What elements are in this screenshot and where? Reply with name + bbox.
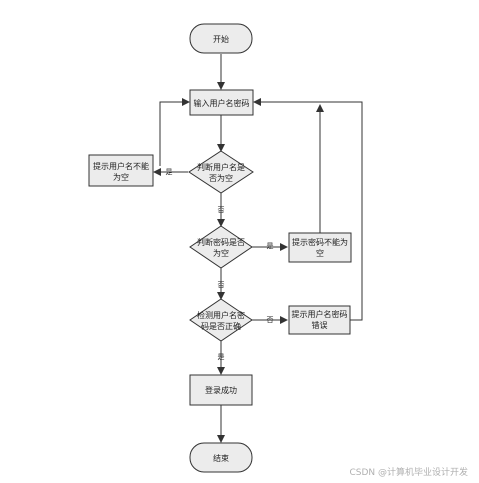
check-user-empty-line1: 判断用户名是 xyxy=(197,162,245,172)
msg-user-empty-line1: 提示用户名不能 xyxy=(93,161,149,171)
login-success-node: 登录成功 xyxy=(189,374,253,406)
edge-msg-user-back-to-input xyxy=(159,98,190,166)
msg-wrong-line2: 错误 xyxy=(312,320,328,330)
check-pwd-empty-node: 判断密码是否 为空 xyxy=(189,225,253,269)
check-user-empty-line2: 否为空 xyxy=(209,173,233,183)
check-credentials-line2: 码是否正确 xyxy=(201,321,241,331)
msg-wrong-line1: 提示用户名密码 xyxy=(292,309,348,319)
msg-pwd-empty-line2: 空 xyxy=(316,248,324,258)
check-credentials-node: 检测用户名密 码是否正确 xyxy=(189,298,253,342)
start-node: 开始 xyxy=(189,23,253,54)
label-yes-credentials: 是 xyxy=(218,353,225,361)
check-pwd-empty-line1: 判断密码是否 xyxy=(197,237,245,247)
check-credentials-line1: 检测用户名密 xyxy=(197,310,245,320)
end-label: 结束 xyxy=(213,453,229,463)
end-node: 结束 xyxy=(189,442,253,473)
check-user-empty-node: 判断用户名是 否为空 xyxy=(188,150,254,194)
input-label: 输入用户名密码 xyxy=(194,98,250,108)
input-node: 输入用户名密码 xyxy=(189,89,254,116)
edge-msg-wrong-back-to-input xyxy=(253,98,363,321)
label-no-user-empty: 否 xyxy=(218,206,225,214)
start-label: 开始 xyxy=(213,34,229,44)
msg-user-empty-node: 提示用户名不能 为空 xyxy=(88,154,154,187)
login-success-label: 登录成功 xyxy=(205,385,237,395)
label-yes-pwd-empty: 是 xyxy=(267,242,274,250)
msg-user-empty-line2: 为空 xyxy=(113,172,129,182)
check-pwd-empty-line2: 为空 xyxy=(213,248,229,258)
label-no-pwd-empty: 否 xyxy=(218,281,225,289)
label-yes-user-empty: 是 xyxy=(166,168,173,176)
msg-pwd-empty-line1: 提示密码不能为 xyxy=(292,237,348,247)
label-no-credentials: 否 xyxy=(267,316,274,324)
msg-wrong-node: 提示用户名密码 错误 xyxy=(288,305,351,335)
watermark: CSDN @计算机毕业设计开发 xyxy=(349,466,468,478)
msg-pwd-empty-node: 提示密码不能为 空 xyxy=(288,232,352,263)
